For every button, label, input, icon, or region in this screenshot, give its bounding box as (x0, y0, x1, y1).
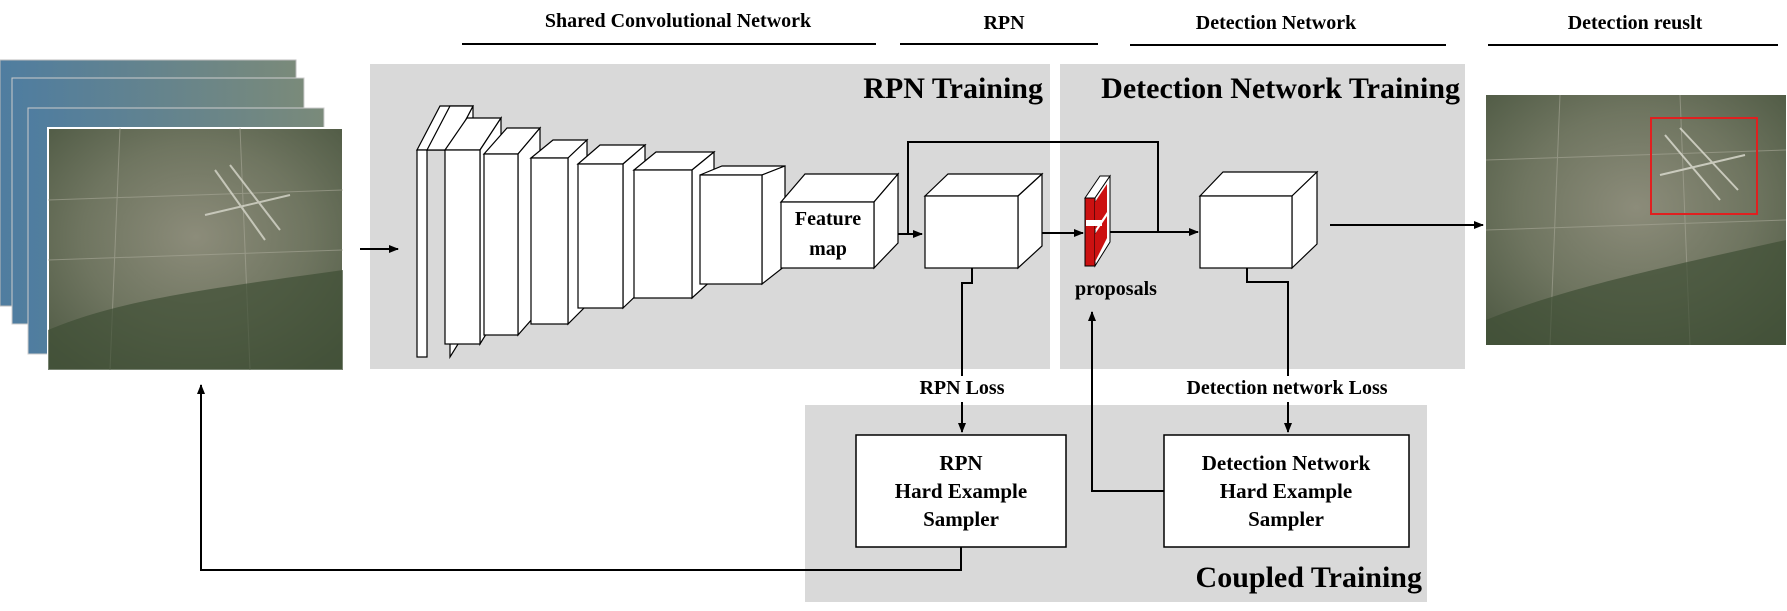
det-sampler-line3: Sampler (1248, 507, 1324, 531)
feature-map-label-2: map (809, 238, 847, 260)
rpn-sampler-line2: Hard Example (895, 479, 1027, 503)
proposals-icon (1084, 174, 1111, 268)
detection-loss-label: Detection network Loss (1186, 377, 1387, 399)
feature-map-box (779, 172, 900, 270)
detection-training-title: Detection Network Training (1101, 72, 1460, 105)
det-sampler-line1: Detection Network (1202, 451, 1371, 475)
det-sampler-box (1163, 434, 1410, 548)
header-detection-network: Detection Network (1196, 12, 1357, 34)
conv-layer-7 (699, 165, 786, 286)
conv-layer-4 (529, 138, 589, 326)
header-detection-result: Detection reuslt (1568, 12, 1703, 34)
rpn-sampler-box (855, 434, 1067, 548)
detection-bounding-box (1650, 117, 1758, 215)
conv-layers (416, 105, 900, 360)
coupled-training-title: Coupled Training (1196, 561, 1422, 594)
proposals-label: proposals (1075, 278, 1157, 300)
header-shared-conv: Shared Convolutional Network (545, 10, 812, 32)
detection-network-box (1198, 170, 1319, 270)
rpn-training-title: RPN Training (863, 72, 1043, 105)
detection-result-image (1485, 94, 1787, 346)
rpn-sampler-line1: RPN (939, 451, 982, 475)
feature-map-label-1: Feature (795, 208, 861, 230)
rpn-loss-label: RPN Loss (919, 377, 1004, 399)
input-image-stack (0, 59, 344, 371)
det-sampler-line2: Hard Example (1220, 479, 1352, 503)
rpn-box (923, 172, 1044, 270)
rpn-sampler-line3: Sampler (923, 507, 999, 531)
header-rpn: RPN (983, 12, 1025, 34)
